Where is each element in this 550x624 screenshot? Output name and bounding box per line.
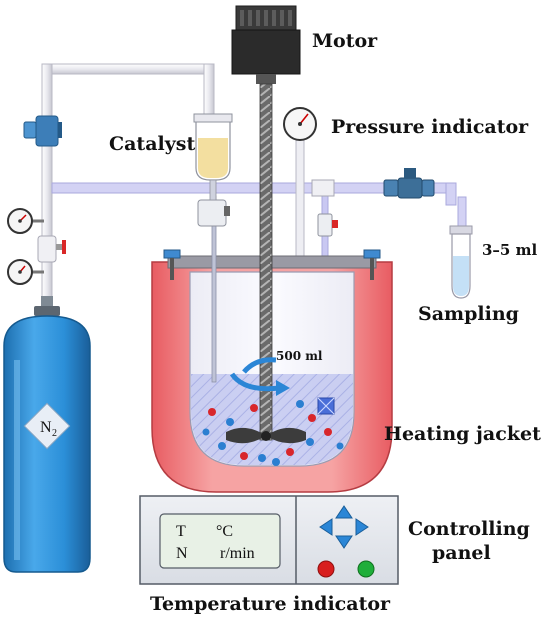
sampling-line-bend — [445, 182, 457, 206]
top-loop-pipe — [41, 63, 215, 75]
rotation-arrow — [242, 357, 277, 374]
label-heating-jacket: Heating jacket — [384, 423, 541, 445]
rotation-arrow-lower — [229, 372, 281, 392]
sampling-line-down — [457, 196, 467, 228]
dip-tube-valve — [317, 213, 338, 237]
arrow-right-button[interactable] — [355, 518, 369, 536]
nitrogen-cylinder: N 2 — [3, 296, 91, 573]
catalyst-particles — [202, 400, 344, 466]
sampling-valve — [383, 168, 435, 199]
display-speed-symbol: N — [176, 545, 188, 562]
label-catalyst: Catalyst — [109, 133, 195, 155]
lid-clamp-left — [163, 249, 181, 259]
label-temperature-indicator: Temperature indicator — [150, 593, 391, 615]
label-pressure-indicator: Pressure indicator — [331, 116, 529, 138]
control-panel — [139, 495, 399, 585]
arrow-down-button[interactable] — [335, 535, 353, 549]
display-temp-unit: °C — [216, 523, 233, 540]
display-speed-unit: r/min — [220, 545, 255, 562]
catalyst-funnel — [193, 113, 233, 383]
label-motor: Motor — [312, 30, 378, 52]
supply-gauge-lower — [7, 259, 44, 285]
motor — [231, 5, 301, 84]
label-controlling: Controlling — [408, 518, 530, 540]
supply-gauge-upper — [7, 208, 44, 234]
direction-keypad — [319, 505, 369, 549]
start-button[interactable] — [357, 560, 375, 578]
lid-clamp-right — [363, 249, 381, 259]
display-temp-symbol: T — [176, 523, 186, 540]
label-sampling: Sampling — [418, 303, 519, 325]
supply-valve — [23, 115, 62, 147]
label-panel: panel — [432, 542, 491, 564]
arrow-up-button[interactable] — [335, 505, 353, 519]
supply-pipe-vertical — [41, 63, 53, 315]
cylinder-gas-label: N — [40, 419, 52, 436]
pressure-gauge — [283, 107, 317, 141]
regulator-valve — [37, 235, 66, 263]
cylinder-label: N 2 — [23, 402, 71, 450]
label-reactor-volume: 500 ml — [276, 349, 323, 363]
display-screen — [159, 513, 281, 569]
impeller — [226, 427, 306, 444]
arrow-left-button[interactable] — [319, 518, 333, 536]
label-sample-volume: 3–5 ml — [482, 241, 537, 259]
sample-vial — [449, 225, 473, 299]
stop-button[interactable] — [317, 560, 335, 578]
tee-fitting — [311, 179, 335, 197]
cylinder-gas-subscript: 2 — [52, 428, 57, 439]
